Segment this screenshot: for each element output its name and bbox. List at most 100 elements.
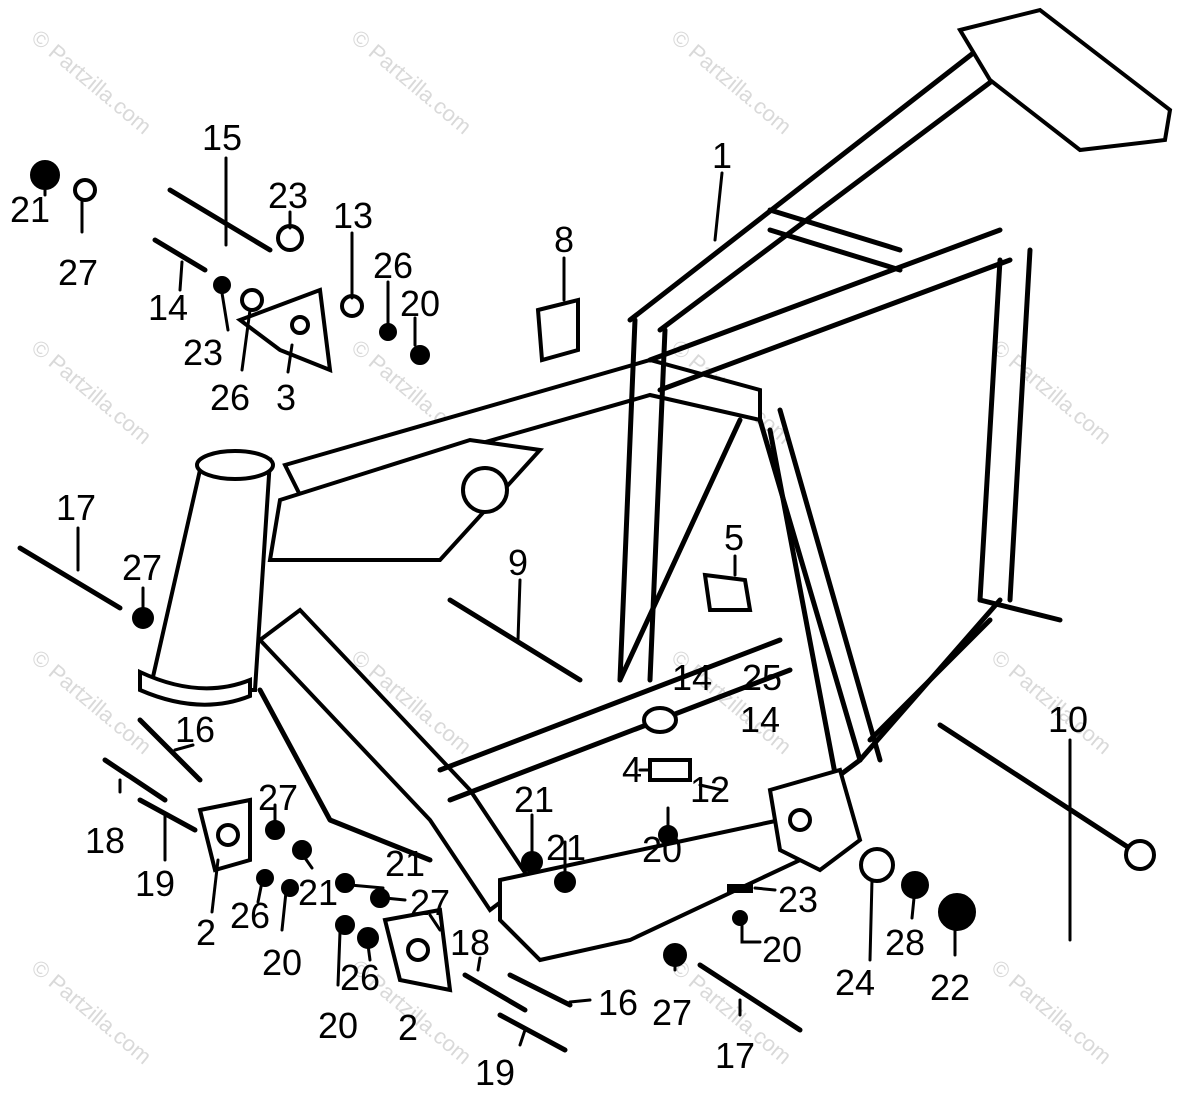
center-cross-a xyxy=(617,417,743,683)
watermark: © Partzilla.com xyxy=(27,25,157,139)
callout-14: 14 xyxy=(740,699,780,740)
callout-23: 23 xyxy=(183,332,223,373)
rear-fender-mount xyxy=(956,7,1173,153)
callout-27: 27 xyxy=(58,252,98,293)
watermark: © Partzilla.com xyxy=(27,955,157,1069)
callout-14: 14 xyxy=(672,657,712,698)
rear-loop-right xyxy=(657,57,1023,333)
callout-28: 28 xyxy=(885,922,925,963)
leader xyxy=(383,896,407,902)
nut-20e xyxy=(732,910,748,926)
callout-22: 22 xyxy=(930,967,970,1008)
leader xyxy=(868,878,874,962)
pivot-plate xyxy=(767,767,863,873)
callout-27: 27 xyxy=(410,882,450,923)
bolts xyxy=(17,187,1156,1053)
frame-drawing xyxy=(138,7,1173,993)
leader xyxy=(713,171,724,242)
leader-lines xyxy=(43,156,1072,1047)
callout-18: 18 xyxy=(450,922,490,963)
front-down-tube-b xyxy=(257,687,433,863)
leader xyxy=(173,743,195,752)
callout-21: 21 xyxy=(514,779,554,820)
leader xyxy=(240,308,252,372)
bracket-4 xyxy=(648,758,692,782)
steering-head-base xyxy=(138,668,252,707)
bolt-17-left xyxy=(17,545,123,611)
callout-5: 5 xyxy=(724,517,744,558)
callout-20: 20 xyxy=(318,1005,358,1046)
leader xyxy=(698,783,724,792)
bolt-10-head xyxy=(1124,839,1156,871)
watermark: © Partzilla.com xyxy=(667,25,797,139)
bolt-16-right xyxy=(507,972,573,1008)
bolt-18-right xyxy=(462,972,528,1013)
callout-3: 3 xyxy=(276,377,296,418)
callout-17: 17 xyxy=(56,487,96,528)
washer-27e xyxy=(663,943,687,967)
plate-2-right-hole xyxy=(406,938,430,962)
bolt-17-right xyxy=(697,962,803,1033)
leader xyxy=(516,578,522,642)
leader xyxy=(178,260,184,292)
callout-21: 21 xyxy=(10,189,50,230)
center-cross-b xyxy=(767,427,843,803)
upper-rear-rail-inner xyxy=(657,257,1013,393)
callout-13: 13 xyxy=(333,195,373,236)
callout-15: 15 xyxy=(202,117,242,158)
watermark: © Partzilla.com xyxy=(347,25,477,139)
nuts-and-washers xyxy=(30,160,976,967)
upper-rear-rail xyxy=(647,227,1003,363)
seat-tube-a xyxy=(617,317,638,683)
callout-10: 10 xyxy=(1048,699,1088,740)
bracket-3 xyxy=(235,287,333,374)
washer-28 xyxy=(901,871,929,899)
callout-21: 21 xyxy=(298,872,338,913)
bushing-12 xyxy=(642,706,678,734)
nut-22 xyxy=(938,893,976,931)
bolt-19-right xyxy=(497,1012,568,1053)
washer-26 xyxy=(240,288,264,312)
watermark: © Partzilla.com xyxy=(27,335,157,449)
washer-26c xyxy=(256,869,274,887)
bolt-9 xyxy=(447,597,583,683)
callouts: 15 21 27 23 13 14 26 20 23 26 3 8 1 17 2… xyxy=(10,117,1088,1093)
callout-14: 14 xyxy=(148,287,188,328)
nut-23b xyxy=(213,276,231,294)
rear-loop-left xyxy=(627,37,993,323)
leader xyxy=(518,1028,527,1047)
callout-4: 4 xyxy=(622,749,642,790)
leader xyxy=(280,890,288,932)
washer-27c xyxy=(265,820,285,840)
callout-17: 17 xyxy=(715,1035,755,1076)
rear-brace-b xyxy=(777,407,883,763)
callout-26: 26 xyxy=(230,895,270,936)
leader xyxy=(210,858,220,914)
nut-21d xyxy=(521,851,543,873)
callout-2: 2 xyxy=(398,1007,418,1048)
washer-24 xyxy=(859,847,895,883)
plate-8 xyxy=(535,297,580,363)
nut-20c xyxy=(335,915,355,935)
callout-26: 26 xyxy=(340,957,380,998)
watermark: © Partzilla.com xyxy=(987,955,1117,1069)
callout-20: 20 xyxy=(762,929,802,970)
callout-21: 21 xyxy=(385,843,425,884)
callout-8: 8 xyxy=(554,219,574,260)
callout-1: 1 xyxy=(712,135,732,176)
bolt-19-left xyxy=(137,797,198,833)
callout-19: 19 xyxy=(135,863,175,904)
leader xyxy=(348,883,385,890)
nut-23 xyxy=(276,224,304,252)
leader xyxy=(220,291,230,332)
nut-21c xyxy=(335,873,355,893)
bolt-18-left xyxy=(102,757,168,803)
gusset-hole xyxy=(461,466,509,514)
bolt-16-left xyxy=(137,717,203,783)
callout-26: 26 xyxy=(373,245,413,286)
callout-27: 27 xyxy=(122,547,162,588)
nut-21e xyxy=(554,871,576,893)
leader xyxy=(256,880,264,904)
rear-cross-member xyxy=(767,207,903,253)
